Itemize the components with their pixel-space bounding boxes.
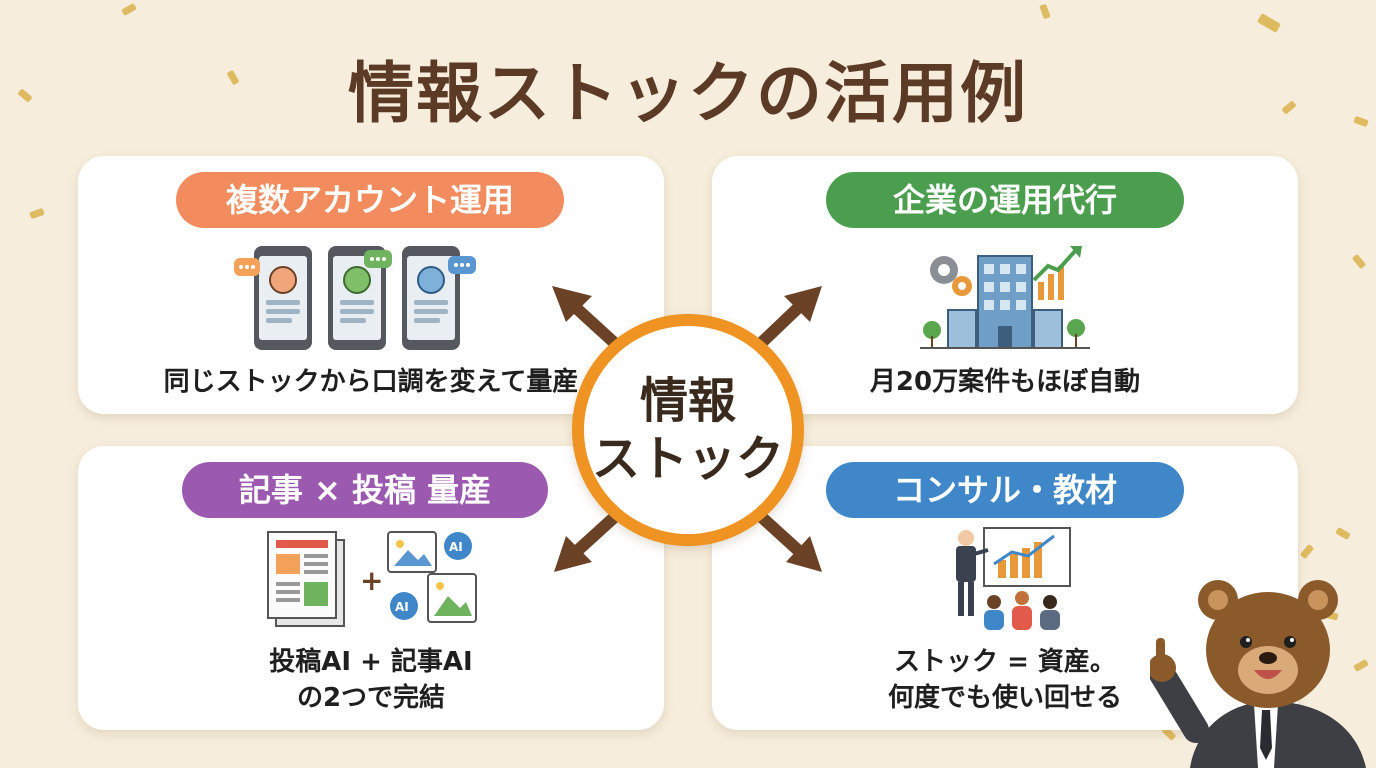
bear-in-suit-pointing-icon bbox=[1148, 570, 1376, 768]
card-caption: 月20万案件もほぼ自動 bbox=[869, 367, 1141, 397]
card-agency-operation: 企業の運用代行 月20万案件もほぼ自動 bbox=[712, 156, 1298, 414]
card-label: 複数アカウント運用 bbox=[176, 172, 564, 228]
arrow-up-left-icon bbox=[552, 286, 626, 354]
svg-text:+: + bbox=[360, 564, 383, 597]
card-caption-line1: 投稿AI + 記事AI bbox=[269, 647, 473, 677]
arrow-down-left-icon bbox=[554, 506, 626, 572]
card-caption-line2: の2つで完結 bbox=[296, 683, 446, 713]
card-label: コンサル・教材 bbox=[826, 462, 1184, 518]
arrow-up-right-icon bbox=[750, 286, 822, 354]
card-label: 記事 × 投稿 量産 bbox=[182, 462, 548, 518]
center-info-stock: 情報 ストック bbox=[572, 314, 804, 546]
three-smartphones-with-chat-icon bbox=[230, 242, 480, 358]
card-caption-line2: 何度でも使い回せる bbox=[887, 683, 1122, 713]
card-label: 企業の運用代行 bbox=[826, 172, 1184, 228]
card-consulting-materials: コンサル・教材 ストック = 資産。 何度でも使い回せる bbox=[712, 446, 1298, 730]
card-article-post-mass-production: 記事 × 投稿 量産 + AI AI 投稿AI + 記事AI の2つで完結 bbox=[78, 446, 664, 730]
page-title: 情報ストックの活用例 bbox=[348, 55, 1028, 132]
articles-plus-ai-images-icon: + AI AI bbox=[266, 528, 486, 636]
presenter-whiteboard-audience-icon bbox=[944, 524, 1074, 636]
card-caption: 同じストックから口調を変えて量産 bbox=[163, 367, 579, 397]
center-line1: 情報 bbox=[639, 373, 736, 429]
office-building-gears-growth-chart-icon bbox=[920, 240, 1090, 356]
svg-text:AI: AI bbox=[395, 600, 409, 614]
card-multi-account: 複数アカウント運用 bbox=[78, 156, 664, 414]
center-line2: ストック bbox=[591, 431, 784, 487]
arrow-down-right-icon bbox=[750, 506, 822, 572]
svg-text:AI: AI bbox=[449, 540, 463, 554]
card-caption-line1: ストック = 資産。 bbox=[894, 647, 1116, 677]
